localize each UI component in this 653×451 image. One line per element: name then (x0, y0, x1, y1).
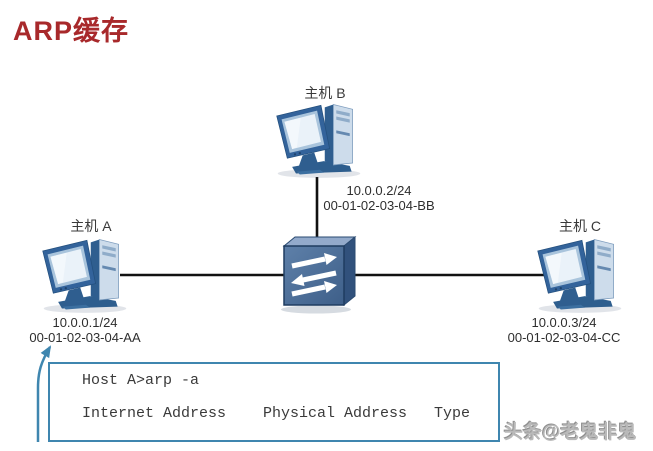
curved-arrow-icon (36, 345, 52, 442)
console-column-header: Internet Address (82, 405, 227, 422)
host-c-mac: 00-01-02-03-04-CC (507, 330, 621, 345)
host-a-mac: 00-01-02-03-04-AA (29, 330, 141, 345)
host-c-label: 主机 C (559, 218, 601, 234)
host-c-info: 10.0.0.3/24 00-01-02-03-04-CC (500, 315, 628, 345)
console-box: Host A>arp -a Internet Address Physical … (48, 362, 500, 442)
host-a-label: 主机 A (70, 218, 112, 234)
desktop-pc-icon (37, 234, 133, 314)
console-column-header: Type (434, 405, 471, 422)
desktop-pc-icon (271, 99, 367, 179)
host-b-label: 主机 B (304, 85, 346, 101)
host-b-info: 10.0.0.2/24 00-01-02-03-04-BB (320, 183, 438, 213)
ethernet-switch-icon (280, 235, 362, 315)
host-c-ip: 10.0.0.3/24 (531, 315, 597, 330)
host-b-ip: 10.0.0.2/24 (346, 183, 412, 198)
desktop-pc-icon (532, 234, 628, 314)
host-a-info: 10.0.0.1/24 00-01-02-03-04-AA (21, 315, 149, 345)
page-title: ARP缓存 (13, 16, 130, 46)
console-column-header: Physical Address (263, 405, 408, 422)
console-command: Host A>arp -a (82, 372, 200, 389)
host-a-ip: 10.0.0.1/24 (52, 315, 118, 330)
watermark: 头条@老鬼非鬼 (504, 422, 637, 443)
host-b-mac: 00-01-02-03-04-BB (323, 198, 435, 213)
